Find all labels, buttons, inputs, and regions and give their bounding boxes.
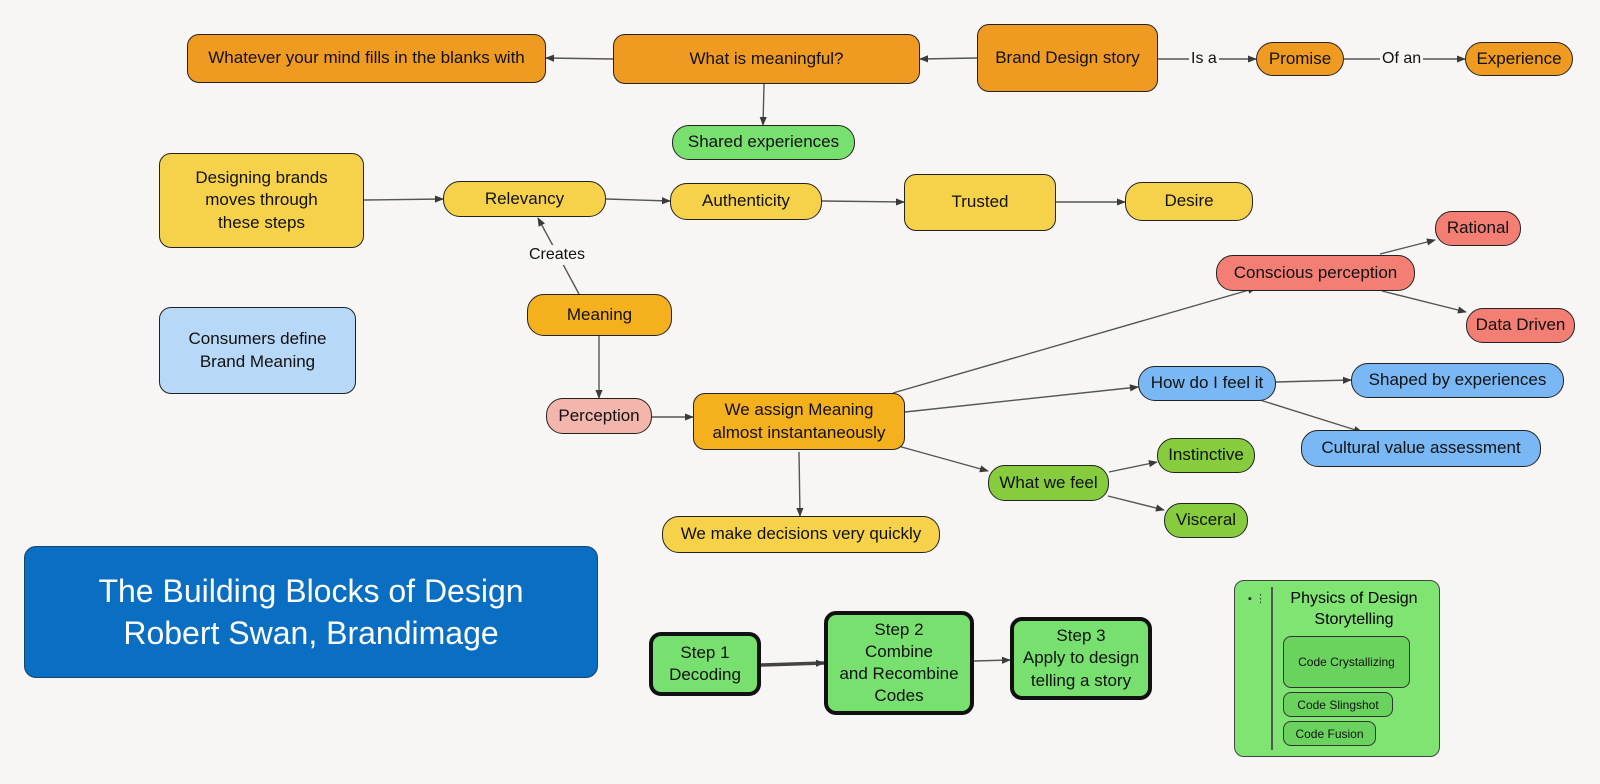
edge-step1-to-step2 [760,659,825,667]
edge-authenticity-to-trusted [821,198,905,206]
edge-assign-to-howfeel [904,384,1139,413]
edge-relevancy-to-authenticity [605,197,671,205]
node-visceral[interactable]: Visceral [1164,503,1248,538]
node-experience[interactable]: Experience [1465,42,1573,76]
edge-meaningful-to-shared [759,83,767,126]
node-desire[interactable]: Desire [1125,182,1253,221]
node-designing-brands[interactable]: Designing brands moves through these ste… [159,153,364,248]
edge-story-to-meaningful [919,55,978,63]
container-icon: ▪ ⋮ [1248,593,1266,605]
edge-label-creates: Creates [527,245,588,265]
node-trusted[interactable]: Trusted [904,174,1056,231]
edge-howfeel-to-cultural [1259,399,1363,434]
title-line-2: Robert Swan, Brandimage [123,615,499,651]
node-what-we-feel[interactable]: What we feel [988,465,1109,501]
edge-conscious-to-rational [1379,238,1436,255]
node-shared-experiences[interactable]: Shared experiences [672,125,855,160]
node-whatever-mind-fills[interactable]: Whatever your mind fills in the blanks w… [187,34,546,83]
title-line-1: The Building Blocks of Design [98,573,524,609]
node-rational[interactable]: Rational [1435,211,1521,246]
node-data-driven[interactable]: Data Driven [1466,308,1575,343]
edge-meaningful-to-whatever [545,54,614,62]
node-meaning[interactable]: Meaning [527,294,672,336]
node-we-assign-meaning[interactable]: We assign Meaning almost instantaneously [693,393,905,450]
edge-assign-to-whatfeel [897,445,989,473]
node-perception[interactable]: Perception [546,398,652,434]
node-shaped-by-experiences[interactable]: Shaped by experiences [1351,363,1564,398]
item-code-slingshot[interactable]: Code Slingshot [1283,692,1393,717]
edge-assign-to-decisions [796,451,804,517]
node-step-1[interactable]: Step 1 Decoding [649,632,761,696]
node-brand-design-story[interactable]: Brand Design story [977,24,1158,92]
edge-whatfeel-to-visceral [1107,495,1165,512]
node-instinctive[interactable]: Instinctive [1157,438,1255,473]
node-authenticity[interactable]: Authenticity [670,183,822,220]
node-step-3[interactable]: Step 3 Apply to design telling a story [1010,617,1152,700]
edge-howfeel-to-shaped [1275,376,1352,384]
node-step-2[interactable]: Step 2 Combine and Recombine Codes [824,611,974,715]
item-code-fusion[interactable]: Code Fusion [1283,721,1376,746]
edge-label-is-a: Is a [1189,49,1219,69]
edge-assign-to-conscious [892,286,1257,394]
node-we-make-decisions[interactable]: We make decisions very quickly [662,516,940,553]
node-relevancy[interactable]: Relevancy [443,181,606,217]
physics-of-design-container[interactable]: ▪ ⋮ Physics of Design Storytelling Code … [1234,580,1440,757]
node-conscious-perception[interactable]: Conscious perception [1216,255,1415,291]
edge-whatfeel-to-instinctive [1108,460,1158,473]
edge-step2-to-step3 [973,656,1011,664]
physics-title: Physics of Design Storytelling [1290,590,1418,628]
container-divider [1271,587,1273,750]
edge-conscious-to-datadriven [1381,290,1467,314]
node-consumers-define[interactable]: Consumers define Brand Meaning [159,307,356,394]
node-what-is-meaningful[interactable]: What is meaningful? [613,34,920,84]
edge-label-of-an: Of an [1380,49,1424,69]
item-code-crystallizing[interactable]: Code Crystallizing [1283,636,1410,688]
node-how-do-i-feel-it[interactable]: How do I feel it [1138,366,1276,401]
node-cultural-value-assessment[interactable]: Cultural value assessment [1301,430,1541,467]
node-promise[interactable]: Promise [1256,42,1344,76]
title-banner: The Building Blocks of Design Robert Swa… [24,546,598,678]
edge-designing-to-relevancy [363,195,444,203]
